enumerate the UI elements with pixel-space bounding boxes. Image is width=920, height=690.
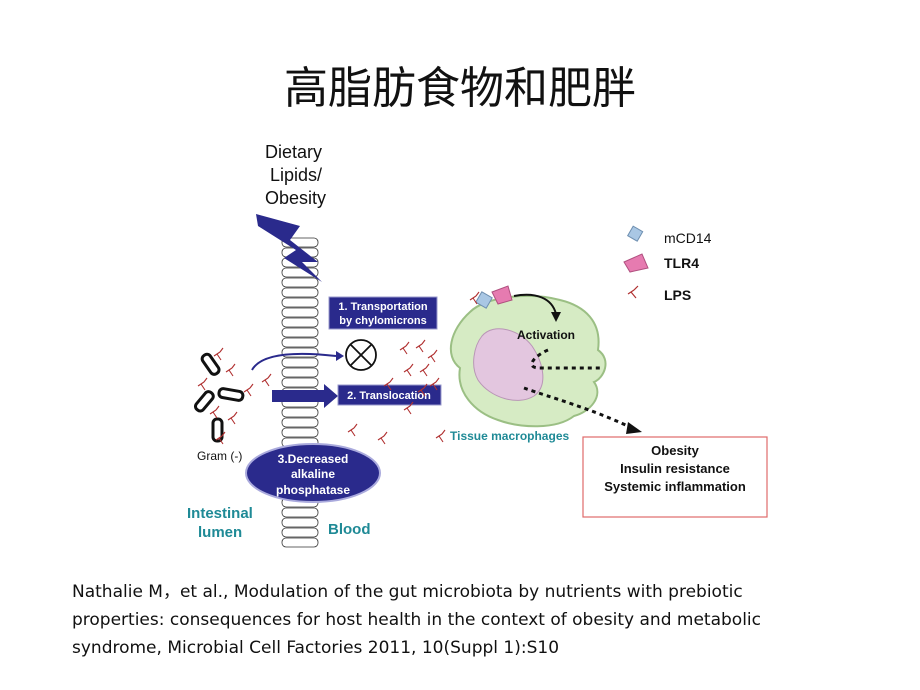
epithelial-cell	[281, 427, 319, 438]
lps-icon	[197, 377, 208, 391]
citation-caption: Nathalie M，et al., Modulation of the gut…	[72, 578, 872, 662]
gram-label: Gram (-)	[197, 449, 242, 463]
lps-icon	[417, 383, 428, 397]
lps-icon	[215, 431, 226, 445]
transportation-box	[328, 296, 438, 330]
lps-icon	[427, 349, 438, 363]
outcome-obesity: Obesity	[651, 443, 699, 458]
lps-icon	[469, 291, 480, 305]
phosphatase-ellipse	[245, 443, 381, 503]
lps-icon	[429, 377, 440, 391]
lps-icon	[415, 339, 426, 353]
tlr4-receptor-icon	[491, 285, 513, 305]
legend-tlr4-label: TLR4	[664, 255, 699, 271]
transport-arrowhead-icon	[336, 351, 344, 361]
mcd14-receptor-icon	[475, 291, 493, 309]
caption-line-1: Nathalie M，et al., Modulation of the gut…	[72, 582, 743, 602]
lps-icon	[225, 363, 236, 377]
lps-marks	[197, 291, 480, 445]
dietary-label-3: Obesity	[265, 188, 326, 208]
lps-icon	[227, 411, 238, 425]
signal-dots-2	[523, 386, 633, 430]
lps-icon	[261, 373, 272, 387]
lps-icon	[403, 363, 414, 377]
lps-icon	[209, 405, 220, 419]
gram-negative-bacteria-icon	[194, 352, 245, 443]
caption-line-3: syndrome, Microbial Cell Factories 2011,…	[72, 638, 560, 658]
transportation-label-1: 1. Transportation	[338, 301, 428, 313]
activation-arrowhead-icon	[551, 312, 561, 322]
legend-mcd14-icon	[626, 225, 644, 242]
lps-icon	[243, 383, 254, 397]
lps-icon	[347, 423, 358, 437]
intestinal-label-1: Intestinal	[187, 505, 253, 522]
translocation-label: 2. Translocation	[347, 390, 431, 402]
activation-label: Activation	[517, 328, 575, 342]
epithelial-cell	[281, 287, 319, 298]
signal-dots-1	[530, 348, 600, 370]
epithelial-cell	[281, 317, 319, 328]
transportation-label-2: by chylomicrons	[339, 315, 426, 327]
epithelial-cell	[281, 347, 319, 358]
dietary-label-1: Dietary	[265, 142, 322, 162]
tissue-macrophages-label: Tissue macrophages	[450, 429, 569, 443]
legend-tlr4-icon	[623, 253, 649, 273]
outcome-insulin-resistance: Insulin resistance	[620, 461, 730, 476]
lps-icon	[399, 341, 410, 355]
epithelial-cell	[281, 327, 319, 338]
epithelial-cell	[281, 527, 319, 538]
translocation-box	[337, 384, 442, 406]
epithelial-cell	[281, 377, 319, 388]
epithelial-cell	[281, 307, 319, 318]
lps-icon	[435, 429, 446, 443]
decreased-label-1: 3.Decreased	[278, 452, 349, 466]
lps-icon	[377, 431, 388, 445]
epithelial-cell	[281, 337, 319, 348]
intestinal-label-2: lumen	[198, 524, 242, 541]
macrophage-nucleus	[473, 328, 544, 401]
epithelial-cell	[281, 357, 319, 368]
lps-icon	[419, 363, 430, 377]
legend-lps-icon	[627, 285, 639, 299]
lps-icon	[403, 401, 414, 415]
epithelial-cell	[281, 297, 319, 308]
blood-label: Blood	[328, 521, 371, 538]
epithelial-cell	[281, 507, 319, 518]
epithelial-cell	[281, 517, 319, 528]
signal-arrowhead-icon	[626, 422, 642, 434]
outcome-inflammation: Systemic inflammation	[604, 479, 746, 494]
outcomes-box	[582, 436, 768, 518]
slide-title: 高脂肪食物和肥胖	[284, 63, 636, 114]
lps-icon	[383, 377, 394, 391]
lps-icon	[213, 347, 224, 361]
epithelial-cell	[281, 417, 319, 428]
legend-mcd14-label: mCD14	[664, 230, 712, 246]
epithelial-cell	[281, 407, 319, 418]
blocked-lps-icon	[345, 339, 377, 371]
caption-line-2: properties: consequences for host health…	[72, 610, 761, 630]
legend-lps-label: LPS	[664, 287, 691, 303]
translocation-arrow	[272, 384, 338, 408]
lightning-bolt-icon	[256, 214, 322, 282]
transport-arrow	[251, 352, 337, 371]
decreased-label-3: phosphatase	[276, 483, 350, 497]
epithelial-cell	[281, 537, 319, 548]
epithelial-cell	[281, 367, 319, 378]
dietary-label-2: Lipids/	[270, 165, 322, 185]
decreased-label-2: alkaline	[291, 467, 335, 481]
activation-arrow	[513, 293, 557, 315]
epithelial-cell	[281, 277, 319, 288]
